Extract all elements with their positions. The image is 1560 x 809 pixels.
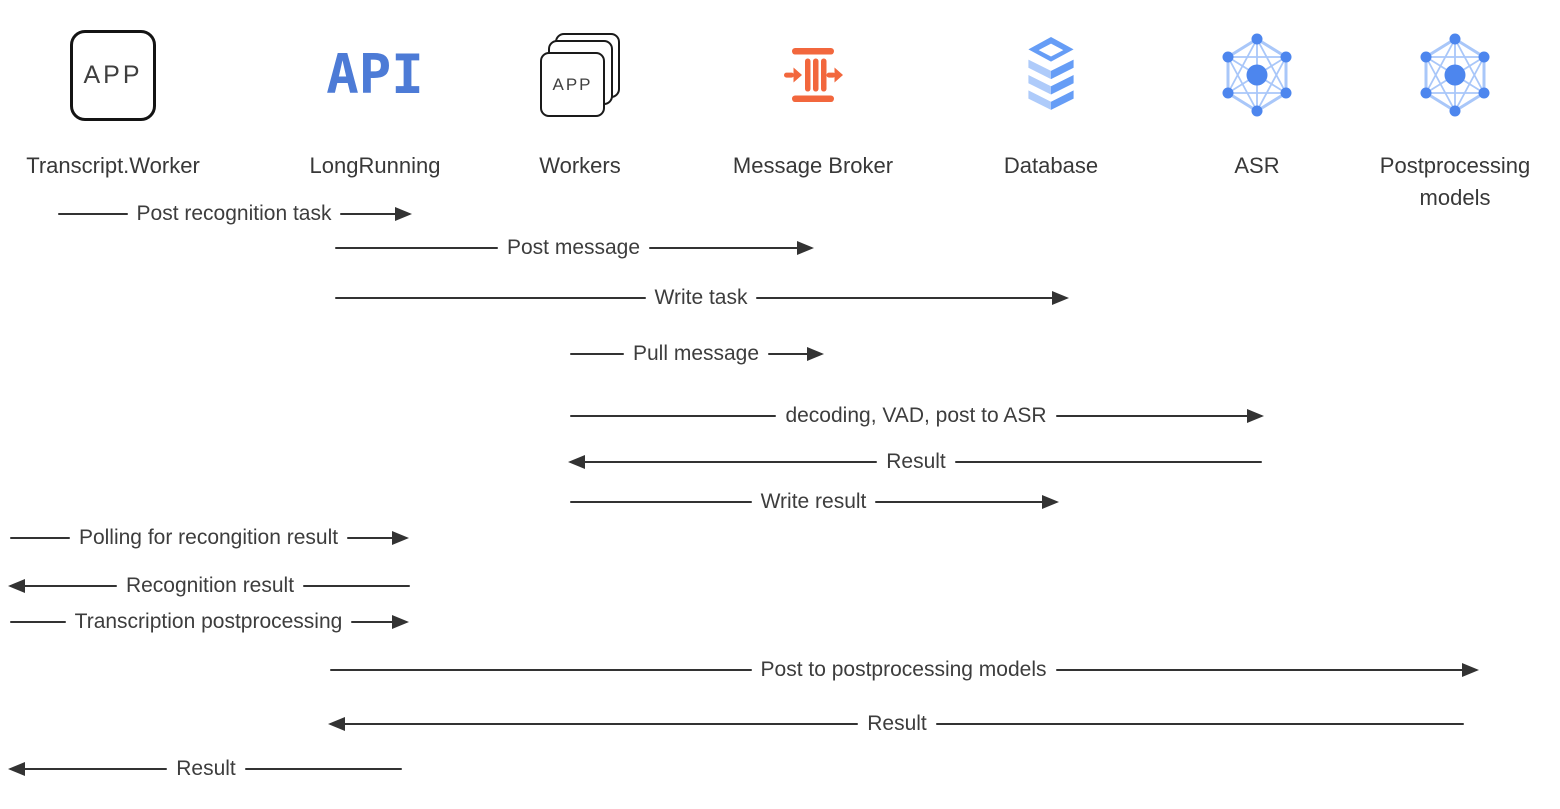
arrow-right-icon (1055, 663, 1479, 676)
actor-asr: ASR (1147, 0, 1367, 182)
arrow-right-icon (768, 347, 824, 360)
actor-longrunning: API LongRunning (265, 0, 485, 182)
arrow-right-icon (347, 531, 409, 544)
stack-card-front: APP (540, 52, 605, 117)
message-label: Result (886, 450, 946, 473)
app-box-icon-text: APP (83, 60, 143, 89)
arrow-right-icon (756, 291, 1069, 304)
message-label: Recognition result (125, 574, 295, 597)
neural-network-icon (1415, 0, 1495, 150)
message-label: Result (867, 712, 927, 735)
neural-network-icon (1217, 0, 1297, 150)
message-asr-result: Result (567, 449, 1262, 475)
actor-postprocessing-models: Postprocessing models (1345, 0, 1560, 214)
message-label: Post recognition task (136, 202, 332, 225)
actor-label-message-broker: Message Broker (732, 153, 894, 178)
message-pull-message: Pull message (570, 341, 824, 367)
actor-label-transcript-worker: Transcript.Worker (26, 153, 200, 178)
arrow-left-icon (8, 579, 117, 592)
message-label: decoding, VAD, post to ASR (785, 404, 1047, 427)
message-label: Polling for recongition result (78, 526, 339, 549)
message-recognition-result: Recognition result (8, 573, 410, 599)
arrow-right-icon (1055, 409, 1265, 422)
message-label: Write result (760, 490, 867, 513)
message-label: Pull message (632, 342, 760, 365)
actor-label-workers: Workers (539, 153, 621, 178)
app-stack-icon: APP (540, 0, 620, 150)
message-label: Write task (654, 286, 748, 309)
message-label: Post message (506, 236, 641, 259)
arrow-left-icon (567, 455, 878, 468)
message-post-recognition-task: Post recognition task (58, 201, 412, 227)
arrow-right-icon (649, 241, 814, 254)
message-transcription-postprocessing: Transcription postprocessing (10, 609, 409, 635)
arrow-right-icon (875, 495, 1059, 508)
message-broker-icon (783, 0, 843, 150)
app-box-icon: APP (70, 0, 156, 150)
message-label: Post to postprocessing models (760, 658, 1047, 681)
actor-label-postprocessing-models: Postprocessing models (1379, 153, 1531, 210)
arrow-left-icon (7, 762, 168, 775)
actor-label-longrunning: LongRunning (309, 153, 441, 178)
message-post-to-postprocessing-models: Post to postprocessing models (330, 657, 1479, 683)
message-label: Transcription postprocessing (74, 610, 343, 633)
message-write-task: Write task (335, 285, 1069, 311)
database-icon (1018, 0, 1084, 150)
message-decoding-vad-post-to-asr: decoding, VAD, post to ASR (570, 403, 1265, 429)
actor-transcript-worker: APP Transcript.Worker (3, 0, 223, 182)
app-stack-icon-text: APP (552, 74, 593, 94)
actor-workers: APP Workers (470, 0, 690, 182)
actor-message-broker: Message Broker (703, 0, 923, 182)
message-polling-for-recognition-result: Polling for recongition result (10, 525, 409, 551)
message-postprocessing-result: Result (327, 711, 1464, 737)
actor-label-database: Database (1003, 153, 1099, 178)
actor-label-asr: ASR (1234, 153, 1280, 178)
message-label: Result (176, 757, 236, 780)
message-final-result: Result (7, 756, 402, 782)
message-write-result: Write result (570, 489, 1059, 515)
message-post-message: Post message (335, 235, 814, 261)
api-logo-text: API (326, 43, 424, 106)
arrow-left-icon (327, 717, 859, 730)
api-logo-icon: API (326, 0, 424, 150)
actor-database: Database (941, 0, 1161, 182)
arrow-right-icon (351, 615, 409, 628)
arrow-right-icon (340, 207, 412, 220)
